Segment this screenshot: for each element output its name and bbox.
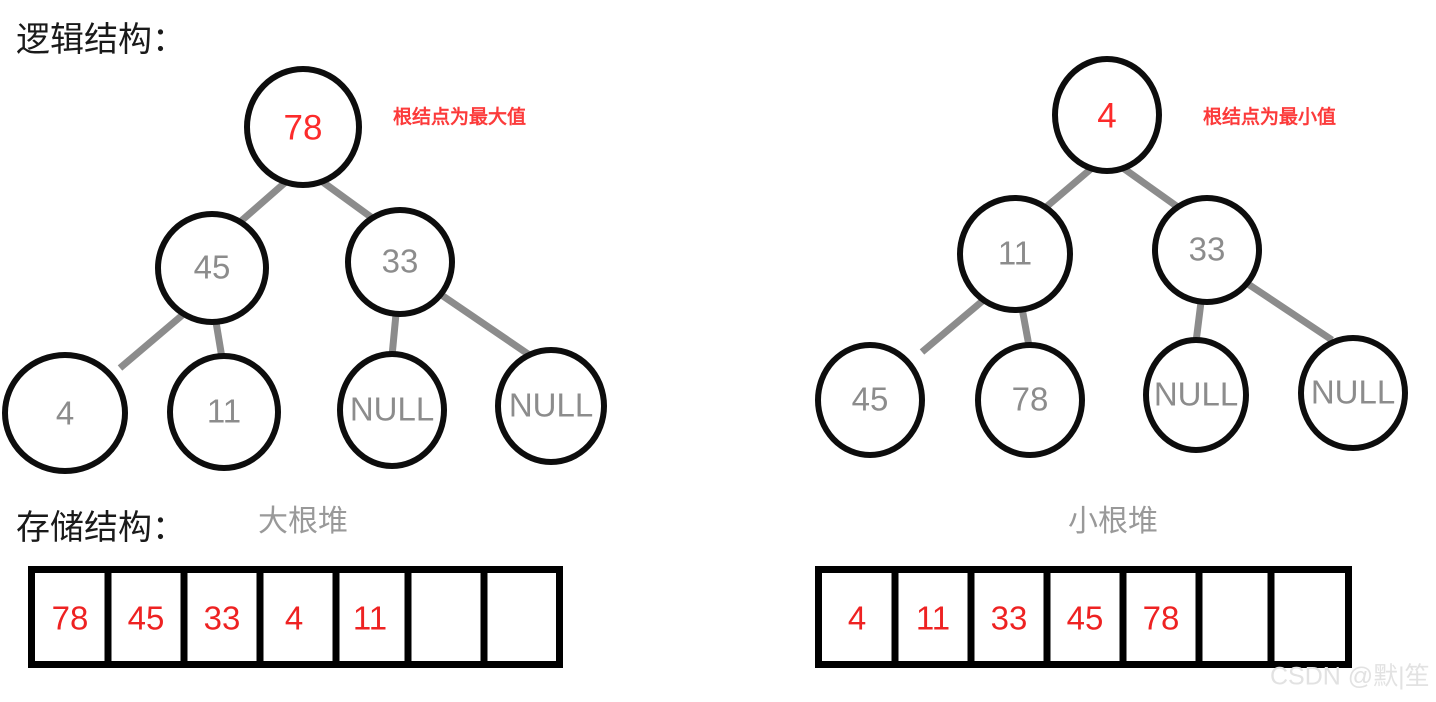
min-heap-annotation: 根结点为最小值 xyxy=(1203,105,1336,128)
csdn-watermark: CSDN @默|笙 xyxy=(1270,663,1430,691)
max-heap-array: 78 45 33 4 11 xyxy=(28,566,563,668)
node-circle xyxy=(815,342,925,458)
node-circle xyxy=(244,66,362,188)
array-cell-value: 78 xyxy=(1143,600,1180,637)
tree-node-level2-c: NULL xyxy=(337,351,447,469)
tree-node-level1-right: 33 xyxy=(345,207,455,317)
edge-45-to-4 xyxy=(117,309,189,371)
tree-node-level1-right: 33 xyxy=(1152,195,1262,305)
storage-structure-heading: 存储结构： xyxy=(16,509,186,547)
tree-node-level1-left: 11 xyxy=(957,195,1073,313)
array-cell-value: 11 xyxy=(916,600,950,637)
array-cell-value: 45 xyxy=(128,600,165,637)
array-cell-value: 33 xyxy=(204,600,241,637)
node-value: NULL xyxy=(1311,374,1395,411)
node-value: NULL xyxy=(509,387,593,424)
node-circle xyxy=(167,353,281,471)
node-value: 33 xyxy=(382,243,419,280)
node-value: NULL xyxy=(350,391,434,428)
edge-root-to-right xyxy=(1120,165,1185,213)
edge-root-to-left xyxy=(237,177,291,225)
edge-root-to-left xyxy=(1042,165,1095,211)
edge-33-to-null-a xyxy=(388,313,400,357)
node-circle xyxy=(345,207,455,317)
tree-node-level2-b: 11 xyxy=(167,353,281,471)
node-value: 4 xyxy=(56,395,74,432)
tree-node-level2-d: NULL xyxy=(495,347,607,465)
node-value: 45 xyxy=(194,249,231,286)
tree-node-level2-a: 45 xyxy=(815,342,925,458)
node-value: 78 xyxy=(284,108,323,147)
max-heap-caption: 大根堆 xyxy=(258,505,348,538)
array-cell-value: 4 xyxy=(285,600,303,637)
edge-33-to-null-a xyxy=(1192,301,1205,343)
array-outline xyxy=(28,566,563,668)
tree-node-level1-left: 45 xyxy=(155,211,269,325)
max-heap-tree: 78 45 33 4 11 NULL xyxy=(2,66,607,538)
tree-node-level2-a: 4 xyxy=(2,352,128,474)
edge-root-to-right xyxy=(317,177,378,223)
tree-node-root: 78 xyxy=(244,66,362,188)
array-cell-value: 33 xyxy=(991,600,1028,637)
node-value: 45 xyxy=(852,381,889,418)
tree-node-level2-b: 78 xyxy=(975,342,1085,458)
min-heap-tree: 4 11 33 45 78 NULL xyxy=(815,56,1408,538)
node-value: 11 xyxy=(998,235,1032,272)
node-circle xyxy=(1143,337,1249,453)
min-heap-caption: 小根堆 xyxy=(1068,505,1158,538)
max-heap-annotation: 根结点为最大值 xyxy=(393,105,526,128)
node-circle xyxy=(495,347,607,465)
array-cell-value: 11 xyxy=(353,600,387,637)
node-circle xyxy=(975,342,1085,458)
edge-33-to-null-b xyxy=(438,291,530,357)
array-outline xyxy=(815,566,1352,668)
node-value: 11 xyxy=(207,393,241,430)
node-circle xyxy=(1052,56,1162,174)
array-cell-value: 78 xyxy=(52,600,89,637)
edge-11-to-45 xyxy=(919,295,989,355)
array-cell-value: 45 xyxy=(1067,600,1104,637)
node-circle xyxy=(337,351,447,469)
edge-11-to-78 xyxy=(1018,307,1033,347)
logical-structure-heading: 逻辑结构： xyxy=(16,21,186,59)
tree-node-level2-c: NULL xyxy=(1143,337,1249,453)
node-circle xyxy=(957,195,1073,313)
array-cell-value: 4 xyxy=(848,600,866,637)
node-circle xyxy=(2,352,128,474)
node-value: 33 xyxy=(1189,231,1226,268)
node-circle xyxy=(1298,335,1408,451)
tree-node-level2-d: NULL xyxy=(1298,335,1408,451)
node-value: 78 xyxy=(1012,381,1049,418)
edge-33-to-null-b xyxy=(1243,279,1334,343)
edge-45-to-11 xyxy=(212,321,226,359)
min-heap-array: 4 11 33 45 78 xyxy=(815,566,1352,668)
node-circle xyxy=(155,211,269,325)
node-value: 4 xyxy=(1097,96,1116,135)
tree-node-root: 4 xyxy=(1052,56,1162,174)
node-circle xyxy=(1152,195,1262,305)
node-value: NULL xyxy=(1154,376,1238,413)
